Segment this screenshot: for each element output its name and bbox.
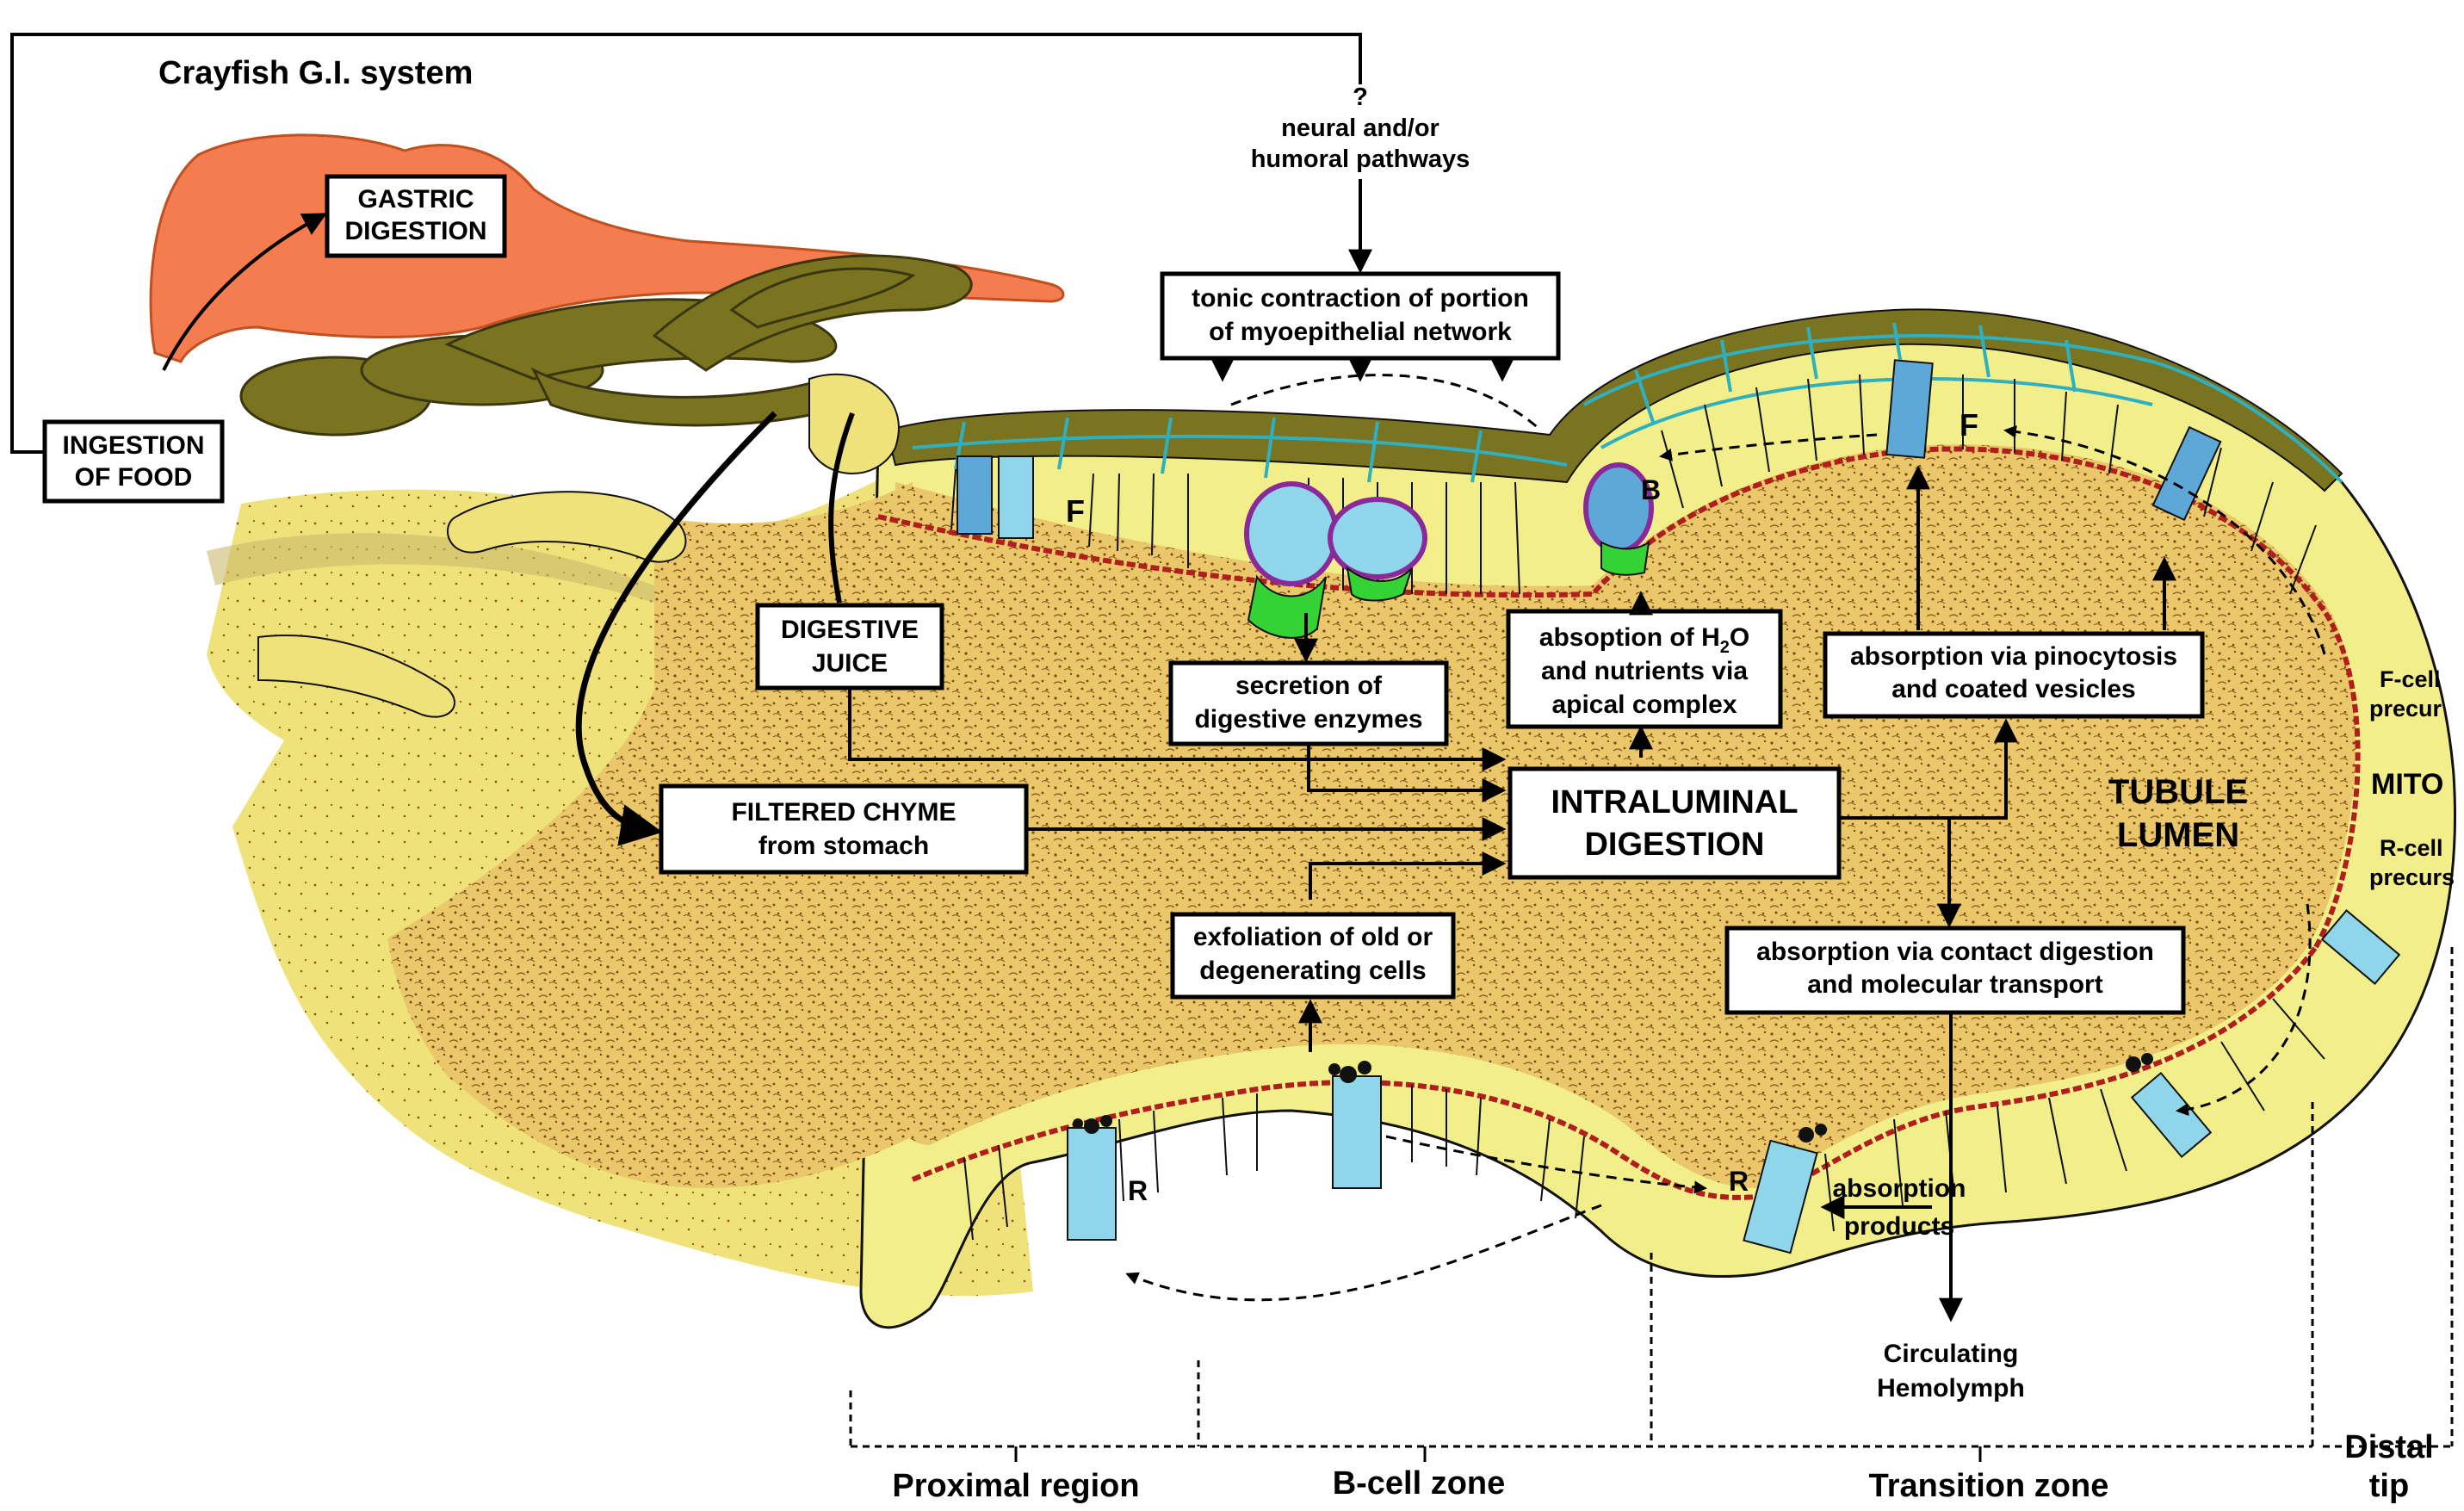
contact-line-2: and molecular transport xyxy=(1807,970,2102,999)
exfoliation-line-2: degenerating cells xyxy=(1199,957,1426,985)
tubule-lumen-line-2: LUMEN xyxy=(2117,816,2239,854)
r-precursor-line-1: R-cell xyxy=(2380,835,2443,861)
pathways-line-1: neural and/or xyxy=(1281,115,1439,142)
zone-distal-line-2: tip xyxy=(2369,1468,2409,1504)
gastric-line-1: GASTRIC xyxy=(358,185,474,214)
intraluminal-line-2: DIGESTION xyxy=(1584,827,1764,863)
tonic-line-2: of myoepithelial network xyxy=(1209,318,1512,346)
products-line-2: products xyxy=(1844,1212,1954,1241)
hemolymph-line-1: Circulating xyxy=(1884,1340,2019,1368)
juice-line-1: DIGESTIVE xyxy=(781,616,919,644)
tubule-lumen-line-1: TUBULE xyxy=(2108,773,2248,811)
h2o-line-3: apical complex xyxy=(1551,690,1737,719)
zone-b-cell: B-cell zone xyxy=(1333,1465,1506,1502)
page-title: Crayfish G.I. system xyxy=(158,55,473,91)
cell-label-r-2: R xyxy=(1729,1166,1749,1197)
pathways-line-2: humoral pathways xyxy=(1251,146,1470,173)
ingestion-line-2: OF FOOD xyxy=(75,463,193,492)
hemolymph-line-2: Hemolymph xyxy=(1877,1374,2025,1403)
tonic-line-1: tonic contraction of portion xyxy=(1192,284,1529,313)
f-cell-3 xyxy=(1886,360,1932,457)
cell-label-f-2: F xyxy=(1959,407,1978,443)
cell-label-f-1: F xyxy=(1066,493,1085,529)
secretion-line-1: secretion of xyxy=(1235,672,1383,700)
ingestion-line-1: INGESTION xyxy=(62,431,204,460)
cell-label-r-1: R xyxy=(1128,1175,1148,1206)
products-line-1: absorption xyxy=(1833,1174,1966,1203)
zone-proximal: Proximal region xyxy=(892,1468,1139,1504)
chyme-line-2: from stomach xyxy=(758,832,929,860)
gastric-line-2: DIGESTION xyxy=(344,217,486,245)
zone-ticks xyxy=(1016,1446,1980,1462)
f-cell-2 xyxy=(999,456,1033,538)
pinocytosis-line-1: absorption via pinocytosis xyxy=(1850,642,2177,671)
f-precursor-line-2: precur xyxy=(2369,696,2442,721)
zone-transition: Transition zone xyxy=(1869,1468,2109,1504)
zone-distal-line-1: Distal xyxy=(2344,1429,2433,1465)
contact-line-1: absorption via contact digestion xyxy=(1756,938,2154,966)
b-cell-2 xyxy=(1330,499,1425,577)
tonic-down-arrows xyxy=(1223,358,1502,377)
r-cell-1 xyxy=(1068,1128,1116,1240)
secretion-line-2: digestive enzymes xyxy=(1194,705,1422,734)
r-precursor-line-2: precurs xyxy=(2369,864,2455,890)
f-precursor-line-1: F-cell xyxy=(2380,666,2441,692)
question-mark: ? xyxy=(1353,84,1368,111)
f-cell-1 xyxy=(957,456,992,534)
chyme-line-1: FILTERED CHYME xyxy=(731,798,956,827)
intraluminal-line-1: INTRALUMINAL xyxy=(1551,784,1798,821)
mito-label: MITO xyxy=(2371,768,2443,801)
pinocytosis-line-2: and coated vesicles xyxy=(1891,675,2135,703)
juice-line-2: JUICE xyxy=(812,649,888,678)
b-cell-1 xyxy=(1247,484,1336,584)
cell-label-b: B xyxy=(1641,474,1661,505)
exfoliation-line-1: exfoliation of old or xyxy=(1193,923,1433,951)
h2o-line-2: and nutrients via xyxy=(1541,657,1748,685)
r-cell-2 xyxy=(1333,1076,1381,1188)
